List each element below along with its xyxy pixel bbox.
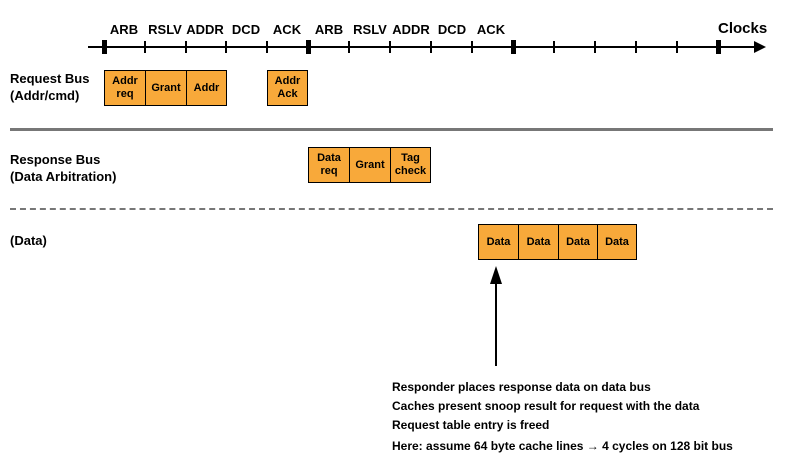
clock-tick bbox=[225, 41, 227, 53]
data-bus-label-title: (Data) bbox=[10, 233, 47, 248]
phase-label: ADDR bbox=[186, 22, 224, 37]
clock-tick-major bbox=[102, 40, 107, 54]
up-arrow-icon bbox=[490, 266, 502, 284]
clock-tick bbox=[266, 41, 268, 53]
phase-label: DCD bbox=[437, 22, 467, 37]
data-box: Data bbox=[597, 224, 637, 260]
box-text: Grant bbox=[151, 81, 181, 94]
phase-label: ARB bbox=[109, 22, 139, 37]
box-text: req bbox=[116, 88, 134, 100]
note-line: Responder places response data on data b… bbox=[392, 380, 651, 394]
clock-tick bbox=[185, 41, 187, 53]
data-box: Data bbox=[518, 224, 559, 260]
clock-tick-major bbox=[306, 40, 311, 54]
data-box: Data bbox=[478, 224, 519, 260]
solid-separator bbox=[10, 128, 773, 131]
box-text: check bbox=[394, 165, 427, 177]
box-text: Addr bbox=[112, 75, 138, 87]
note-line: Request table entry is freed bbox=[392, 418, 550, 432]
clock-tick bbox=[553, 41, 555, 53]
clock-tick bbox=[389, 41, 391, 53]
box-text: Data bbox=[566, 235, 590, 248]
box-text: Addr bbox=[274, 75, 301, 87]
box-text: Data bbox=[486, 235, 511, 248]
phase-label: RSLV bbox=[353, 22, 387, 37]
phase-label: ACK bbox=[476, 22, 506, 37]
phase-label: DCD bbox=[231, 22, 261, 37]
response-bus-label-subtitle: (Data Arbitration) bbox=[10, 169, 117, 184]
note-line: Here: assume 64 byte cache lines → 4 cyc… bbox=[392, 439, 733, 453]
box-text: Ack bbox=[277, 88, 298, 100]
request-bus-label-subtitle: (Addr/cmd) bbox=[10, 88, 80, 103]
clock-axis bbox=[88, 46, 756, 48]
clock-tick bbox=[144, 41, 146, 53]
clock-tick bbox=[676, 41, 678, 53]
phase-label: ADDR bbox=[392, 22, 430, 37]
box-text: Addr bbox=[193, 81, 220, 94]
grant-box: Grant bbox=[145, 70, 187, 106]
request-bus-label: Request Bus (Addr/cmd) bbox=[10, 70, 89, 104]
box-text: req bbox=[320, 165, 338, 177]
grant-box: Grant bbox=[349, 147, 391, 183]
dashed-separator bbox=[10, 208, 773, 210]
data-bus-label: (Data) bbox=[10, 232, 47, 249]
clock-tick bbox=[348, 41, 350, 53]
box-text: Data bbox=[317, 152, 341, 164]
data-box: Data bbox=[558, 224, 598, 260]
clocks-label: Clocks bbox=[718, 20, 768, 37]
phase-label: RSLV bbox=[148, 22, 182, 37]
response-bus-label: Response Bus (Data Arbitration) bbox=[10, 151, 116, 185]
box-text: Grant bbox=[355, 158, 385, 171]
box-text: Tag bbox=[401, 152, 420, 164]
phase-label: ARB bbox=[314, 22, 344, 37]
up-arrow-shaft bbox=[495, 284, 497, 366]
clock-tick-major bbox=[511, 40, 516, 54]
response-bus-label-title: Response Bus bbox=[10, 152, 101, 167]
clock-tick bbox=[430, 41, 432, 53]
clock-tick bbox=[471, 41, 473, 53]
clock-tick-major bbox=[716, 40, 721, 54]
phase-label: ACK bbox=[272, 22, 302, 37]
note-line: Caches present snoop result for request … bbox=[392, 399, 700, 413]
box-text: Data bbox=[526, 235, 551, 248]
request-bus-label-title: Request Bus bbox=[10, 71, 90, 86]
box-text: Data bbox=[605, 235, 629, 248]
addr-box: Addr bbox=[186, 70, 227, 106]
axis-arrowhead bbox=[754, 41, 766, 53]
clock-tick bbox=[594, 41, 596, 53]
clock-tick bbox=[635, 41, 637, 53]
